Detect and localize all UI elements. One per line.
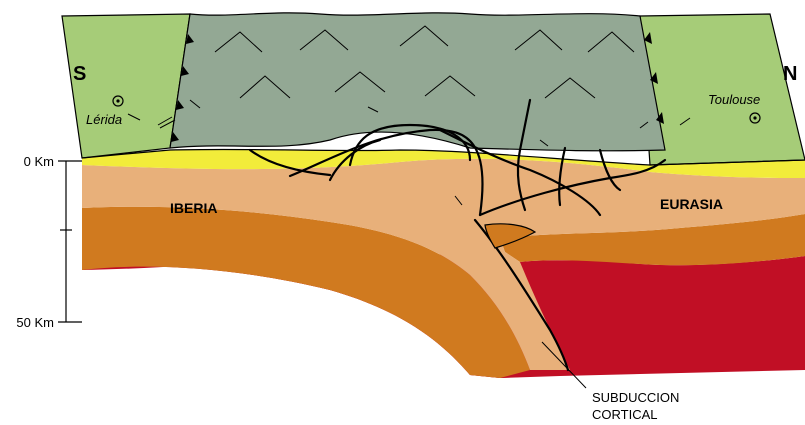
foreland-left [62, 14, 190, 158]
north-label: N [783, 63, 797, 85]
moho-label: MOHO [160, 267, 204, 283]
thrust-sheet [170, 13, 665, 151]
foreland-right [640, 14, 805, 165]
depth-label-0km: 0 Km [24, 154, 54, 169]
subduction-label-line2: CORTICAL [592, 407, 658, 422]
depth-axis [58, 161, 82, 322]
lerida-label: Lérida [86, 112, 122, 127]
eurasia-label: EURASIA [660, 196, 723, 212]
depth-label-50km: 50 Km [16, 315, 54, 330]
subduction-label-line1: SUBDUCCION [592, 390, 679, 405]
iberia-label: IBERIA [170, 200, 217, 216]
south-label: S [73, 63, 86, 85]
toulouse-label: Toulouse [708, 92, 760, 107]
